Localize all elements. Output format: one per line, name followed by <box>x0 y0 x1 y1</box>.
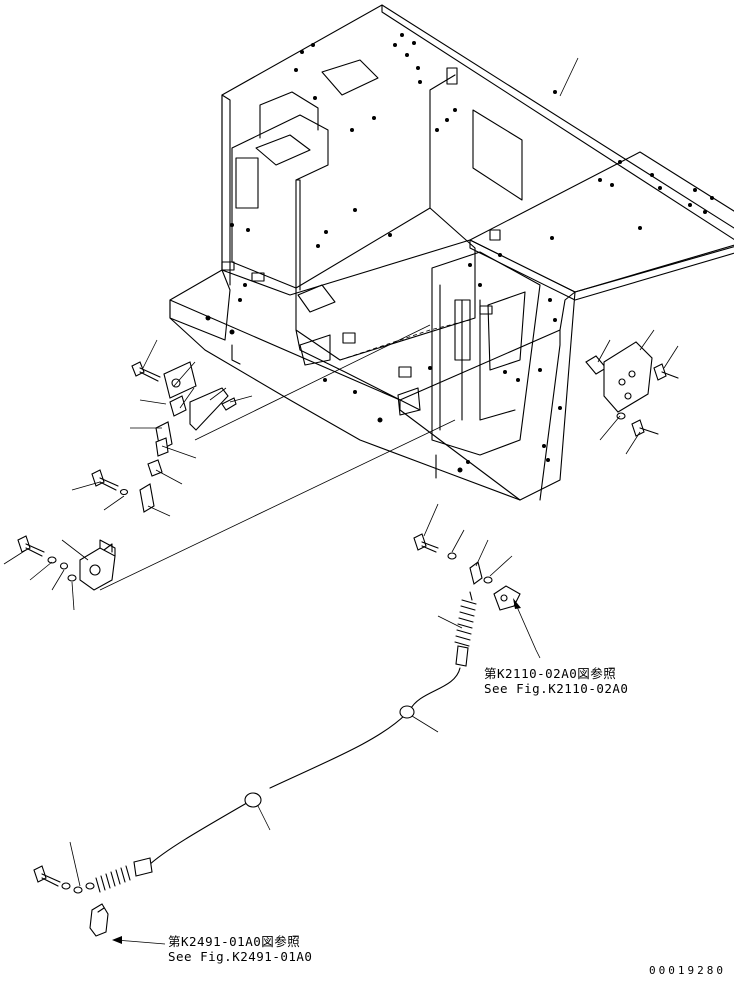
reference-note-k2110: 第K2110-02A0図参照 See Fig.K2110-02A0 <box>484 666 628 696</box>
right-cover-plate <box>585 341 679 437</box>
reference-note-k2110-ja: 第K2110-02A0図参照 <box>484 666 617 681</box>
control-cable-assembly <box>33 533 521 937</box>
cab-frame <box>169 4 734 501</box>
lower-spring <box>95 857 153 893</box>
reference-note-k2110-en: See Fig.K2110-02A0 <box>484 681 629 696</box>
reference-note-k2491-ja: 第K2491-01A0図参照 <box>168 934 301 949</box>
leader-lines <box>3 57 679 945</box>
upper-spring <box>454 591 477 667</box>
reference-note-k2491: 第K2491-01A0図参照 See Fig.K2491-01A0 <box>168 934 312 964</box>
drawing-number: 00019280 <box>649 964 726 977</box>
reference-note-k2491-en: See Fig.K2491-01A0 <box>168 949 313 964</box>
left-linkage-assembly <box>17 324 456 591</box>
